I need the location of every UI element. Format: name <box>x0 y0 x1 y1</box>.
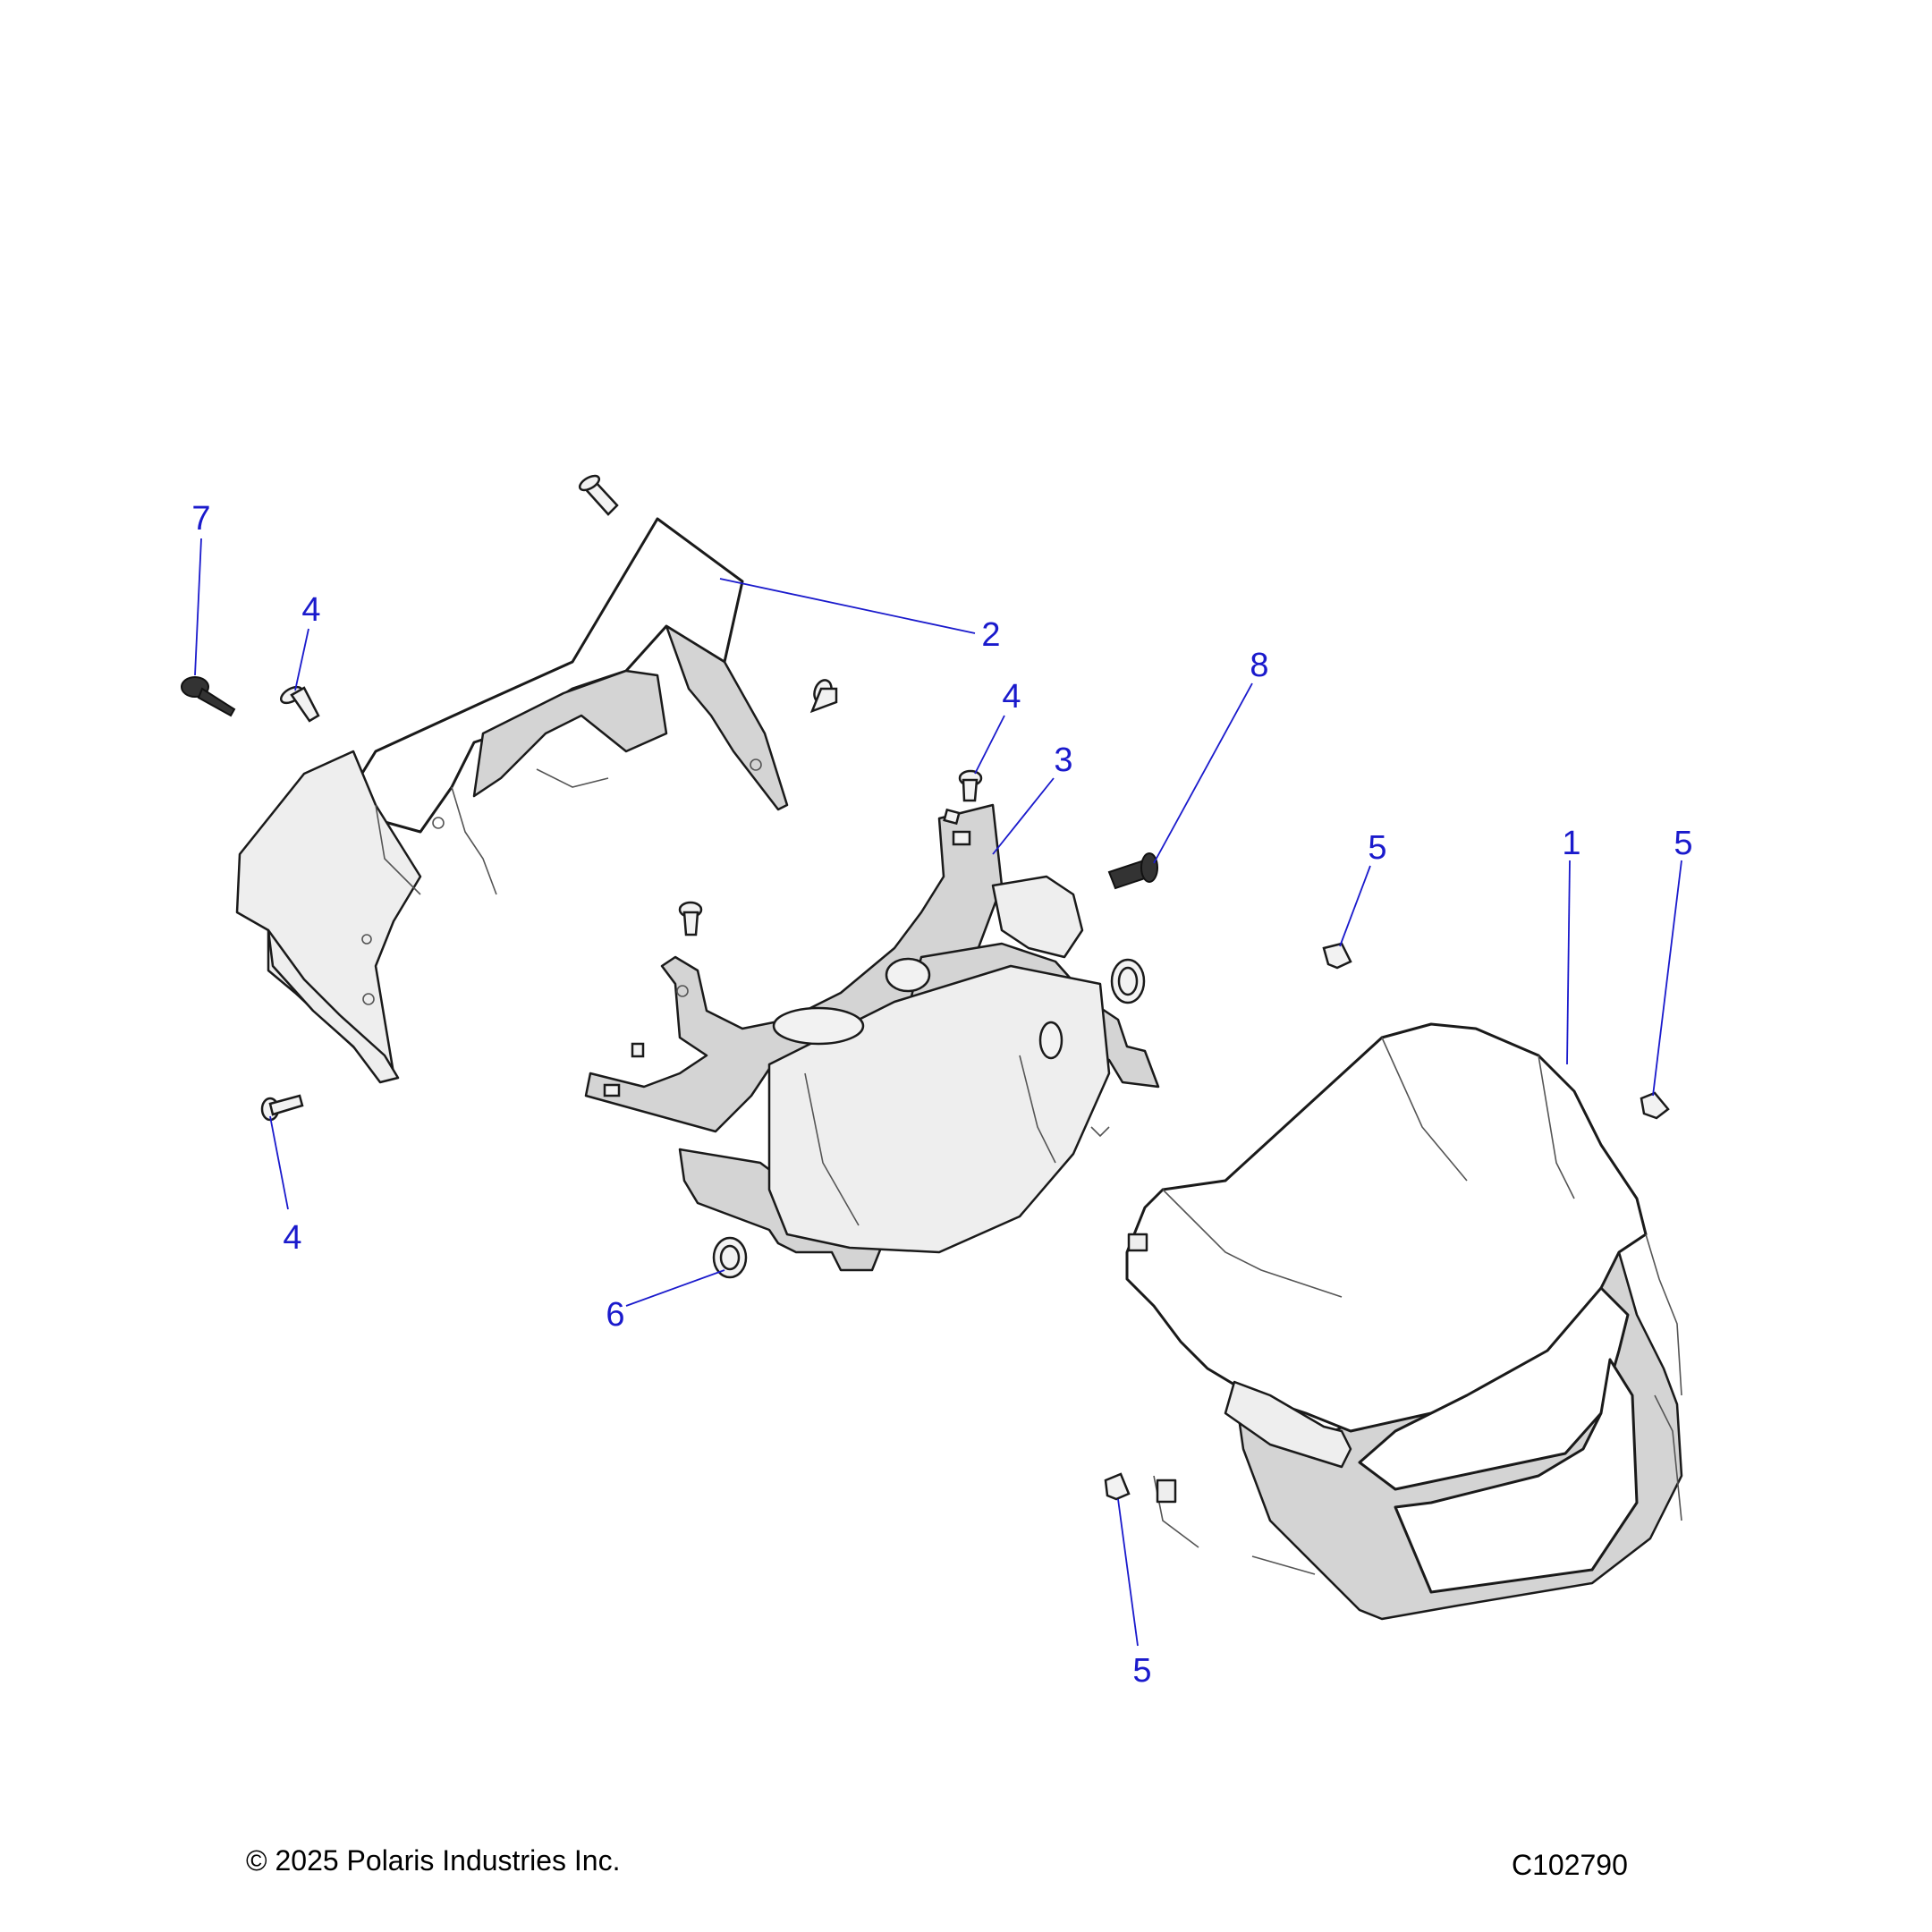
callout-1: 1 <box>1562 825 1581 1065</box>
callout-7-label: 7 <box>191 500 210 538</box>
hardware-group <box>181 474 1670 1501</box>
callout-4-middle-label: 4 <box>1002 678 1021 716</box>
callout-6: 6 <box>606 1269 725 1334</box>
callout-8: 8 <box>1153 647 1269 864</box>
screw-bracket-left <box>678 901 703 936</box>
callout-8-label: 8 <box>1250 647 1268 684</box>
headlight-shroud-part <box>1125 1022 1683 1621</box>
callout-3: 3 <box>992 741 1073 855</box>
callout-5-right-label: 5 <box>1674 825 1692 862</box>
callout-5-lower: 5 <box>1117 1498 1152 1690</box>
mounting-bracket-part <box>584 803 1160 1272</box>
callout-5-upper: 5 <box>1339 829 1387 947</box>
callout-6-label: 6 <box>606 1296 624 1334</box>
callout-5-upper-label: 5 <box>1368 829 1386 867</box>
callout-4-middle: 4 <box>974 678 1021 775</box>
clip-5-upper <box>1322 942 1352 970</box>
dark-screw-7 <box>181 676 236 717</box>
callout-4-upper-left-label: 4 <box>301 591 320 629</box>
clip-5-lower <box>1104 1472 1131 1501</box>
screw-top <box>578 474 619 516</box>
callout-4-upper-left: 4 <box>294 591 321 691</box>
callout-7: 7 <box>191 500 211 676</box>
dark-bolt-8 <box>1107 852 1158 890</box>
screw-right-upper <box>809 679 838 714</box>
clip-5-right <box>1640 1091 1670 1120</box>
callouts: 7 4 2 4 3 8 5 1 <box>191 500 1692 1690</box>
upper-cover-part <box>235 517 789 1084</box>
callout-2-label: 2 <box>981 616 1000 654</box>
screw-4-lower-left <box>260 1094 304 1122</box>
grommet-6 <box>712 1236 748 1279</box>
callout-3-label: 3 <box>1054 741 1072 779</box>
callout-2: 2 <box>719 578 1001 654</box>
callout-4-lower-left: 4 <box>269 1115 302 1257</box>
callout-4-lower-left-label: 4 <box>283 1219 301 1257</box>
copyright-text: © 2025 Polaris Industries Inc. <box>246 1844 621 1877</box>
drawing-id: C102790 <box>1512 1849 1628 1881</box>
callout-5-lower-label: 5 <box>1132 1652 1151 1690</box>
callout-5-right: 5 <box>1652 825 1693 1097</box>
screw-4-middle <box>958 769 983 802</box>
callout-1-label: 1 <box>1562 825 1580 862</box>
grommet-right <box>1110 958 1146 1004</box>
screw-4-upper-left <box>279 685 320 723</box>
